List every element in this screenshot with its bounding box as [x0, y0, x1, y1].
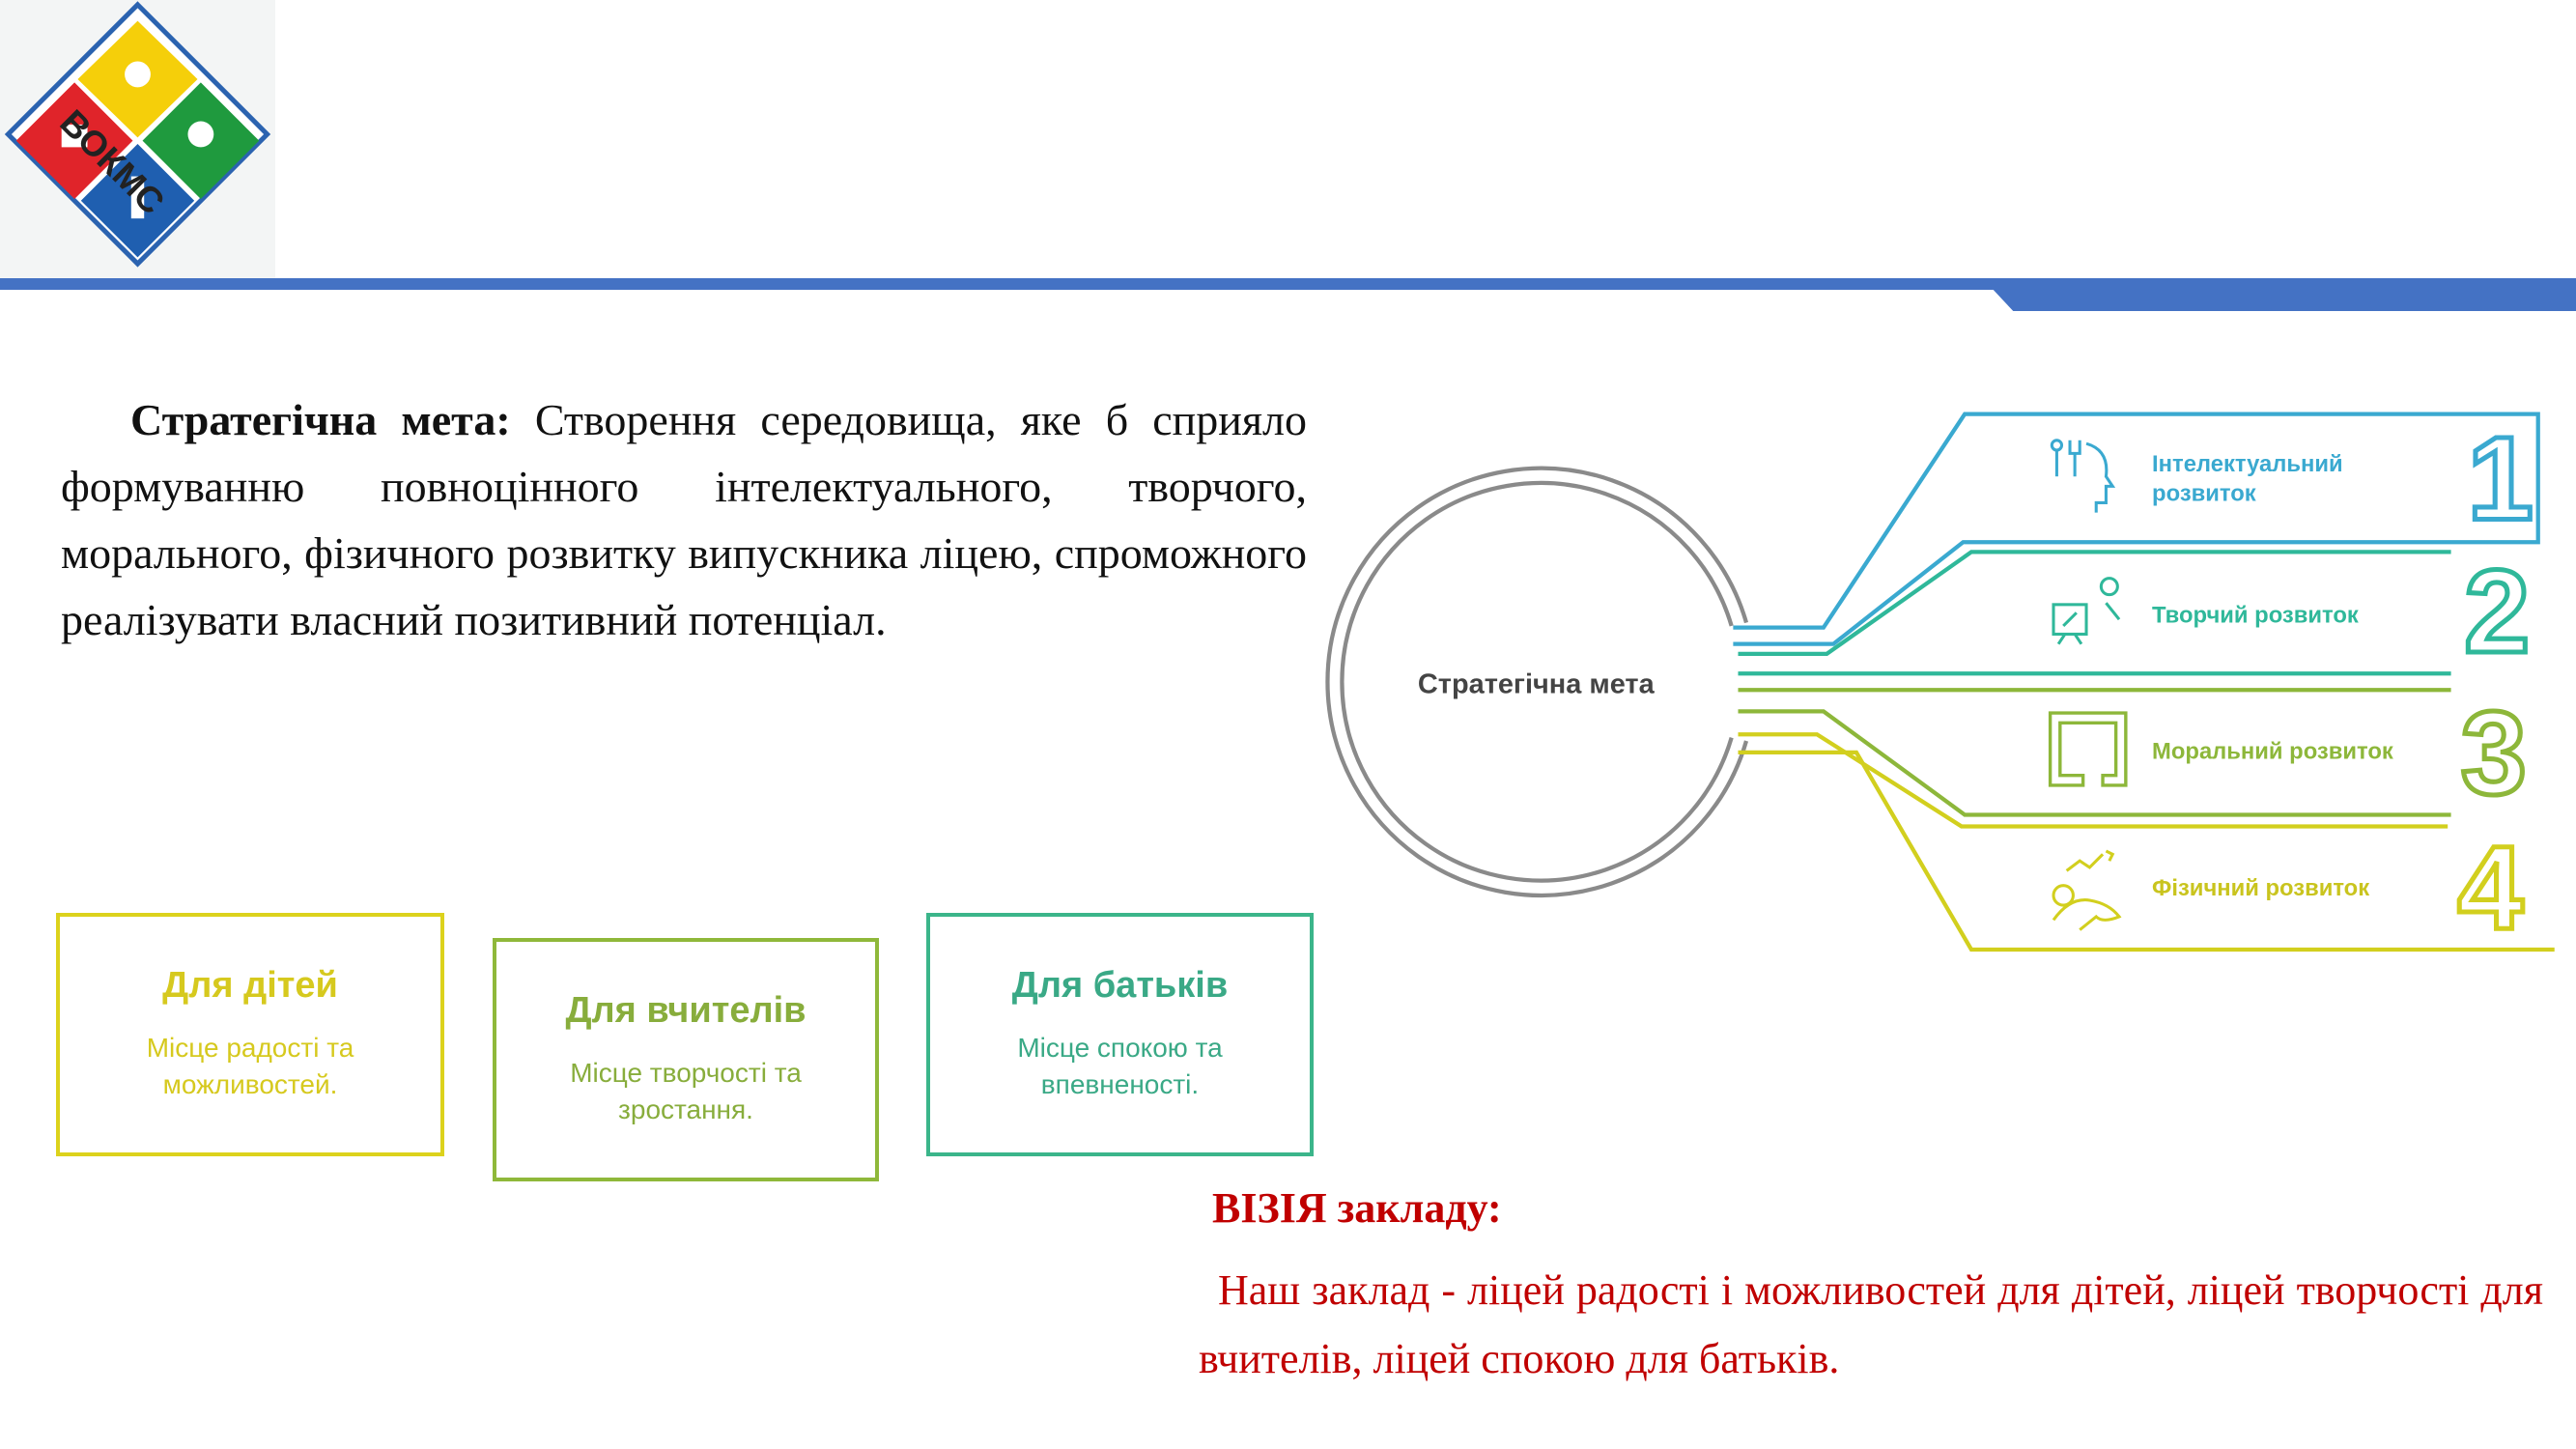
- center-ring: [1325, 466, 1749, 897]
- strategic-goal-label: Стратегічна мета:: [130, 395, 511, 444]
- easel-icon: [2052, 577, 2121, 645]
- card-for-teachers: Для вчителів Місце творчості та зростанн…: [493, 938, 879, 1181]
- header-bar-accent: [1990, 286, 2576, 311]
- number-4: 4: [2457, 821, 2523, 953]
- branch-4-label: Фізичний розвиток: [2152, 875, 2369, 901]
- branch-1: [1733, 412, 2540, 646]
- card-for-children: Для дітей Місце радості та можливостей.: [56, 913, 444, 1156]
- branch-1-label-line2: розвиток: [2152, 481, 2256, 507]
- number-2: 2: [2464, 545, 2530, 677]
- logo-emblem-icon: ВОКМС: [4, 1, 271, 268]
- logo: ВОКМС: [0, 0, 275, 278]
- branch-1-label-line1: Інтелектуальний: [2152, 451, 2343, 477]
- head-icon: [2050, 439, 2116, 513]
- card-title: Для вчителів: [565, 990, 807, 1031]
- vision-title: ВІЗІЯ закладу:: [1212, 1184, 1502, 1232]
- runner-icon: [2052, 849, 2122, 931]
- branch-3-label: Моральний розвиток: [2152, 739, 2393, 765]
- branch-3: [1738, 688, 2451, 817]
- header-bar: [0, 278, 2576, 290]
- branch-2: [1738, 550, 2451, 676]
- branch-2-label: Творчий розвиток: [2152, 603, 2359, 629]
- maze-icon: [2048, 711, 2128, 787]
- card-title: Для батьків: [1011, 965, 1229, 1006]
- center-label: Стратегічна мета: [1418, 669, 1656, 700]
- strategic-goal-paragraph: Стратегічна мета: Створення середовища, …: [61, 386, 1307, 653]
- card-for-parents: Для батьків Місце спокою та впевненості.: [926, 913, 1314, 1156]
- vision-text: Наш заклад - ліцей радості і можливостей…: [1199, 1266, 2543, 1382]
- number-1: 1: [2468, 412, 2534, 544]
- strategic-goal-text: Створення середовища, яке б сприяло форм…: [61, 395, 1307, 644]
- branch-4: [1738, 732, 2555, 952]
- card-text: Місце радості та можливостей.: [146, 1033, 354, 1099]
- number-3: 3: [2461, 686, 2527, 818]
- card-text: Місце спокою та впевненості.: [1017, 1033, 1223, 1099]
- card-title: Для дітей: [162, 965, 338, 1006]
- card-text: Місце творчості та зростання.: [570, 1058, 802, 1124]
